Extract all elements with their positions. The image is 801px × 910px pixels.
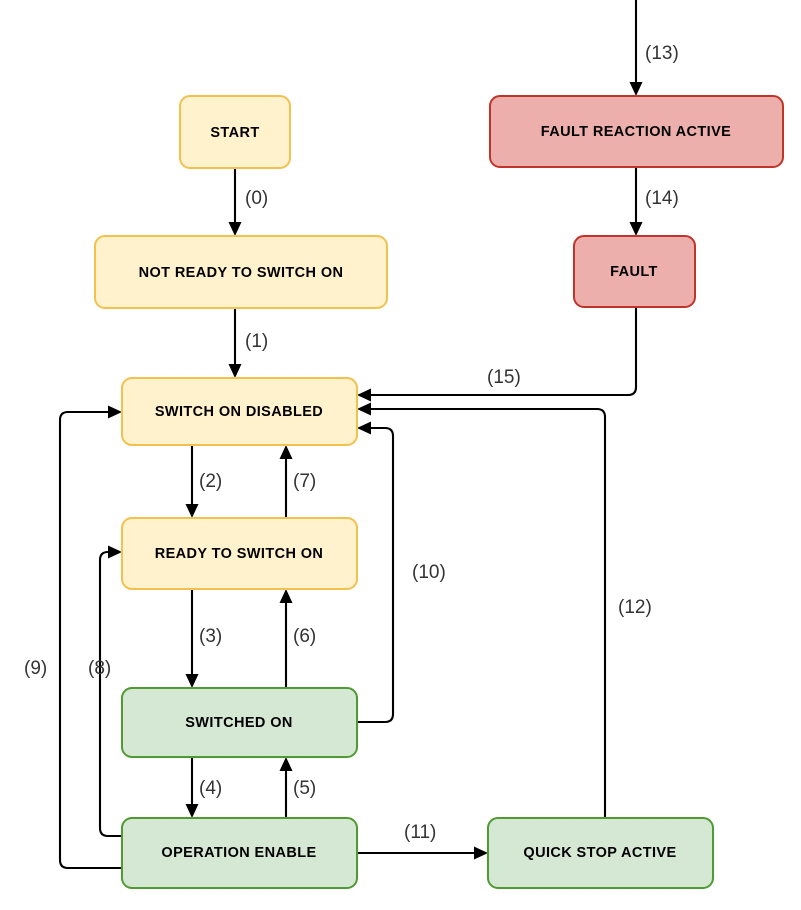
transition-0: [228, 168, 242, 236]
states-layer: START NOT READY TO SWITCH ON SWITCH ON D…: [94, 95, 784, 889]
arrow-head-12: [357, 402, 371, 416]
state-switched-on[interactable]: SWITCHED ON: [121, 687, 358, 758]
arrow-head-10: [357, 421, 371, 435]
transition-label-13: (13): [645, 43, 679, 64]
state-box-switched-on[interactable]: [121, 687, 358, 758]
state-fault-reaction-active[interactable]: FAULT REACTION ACTIVE: [489, 95, 784, 168]
state-label-switch-on-disabled: SWITCH ON DISABLED: [155, 404, 323, 420]
transition-label-7: (7): [293, 471, 316, 492]
transition-label-12: (12): [618, 597, 652, 618]
arrow-head-11: [474, 846, 488, 860]
transition-8: [98, 545, 122, 838]
arrow-head-14: [629, 222, 643, 236]
edge-path-12: [365, 407, 607, 818]
state-start[interactable]: START: [179, 95, 291, 169]
state-fault[interactable]: FAULT: [573, 235, 696, 308]
transition-label-8: (8): [88, 658, 111, 679]
state-box-fault[interactable]: [573, 235, 696, 308]
transition-label-0: (0): [245, 188, 268, 209]
state-label-quick-stop-active: QUICK STOP ACTIVE: [523, 845, 676, 861]
state-label-ready-to-switch-on: READY TO SWITCH ON: [155, 546, 324, 562]
arrow-head-8: [108, 545, 122, 559]
transition-3: [185, 589, 199, 688]
transition-label-4: (4): [199, 778, 222, 799]
transition-label-5: (5): [293, 778, 316, 799]
transition-label-1: (1): [245, 331, 268, 352]
state-box-quick-stop-active[interactable]: [487, 817, 714, 889]
state-box-operation-enable[interactable]: [121, 817, 358, 889]
transition-11: [357, 846, 488, 860]
state-box-switch-on-disabled[interactable]: [121, 377, 358, 446]
transition-label-14: (14): [645, 188, 679, 209]
edge-path-9: [58, 410, 122, 870]
transition-10: [357, 421, 395, 724]
arrow-head-13: [629, 82, 643, 96]
transition-labels-layer: (0) (1) (2) (3) (4) (5) (6) (7) (8) (9) …: [24, 43, 679, 843]
state-box-ready-to-switch-on[interactable]: [121, 517, 358, 590]
edge-path-15: [365, 307, 638, 397]
transition-label-3: (3): [199, 626, 222, 647]
edges-layer: [58, 0, 643, 870]
arrow-head-2: [185, 504, 199, 518]
arrow-head-4: [185, 804, 199, 818]
arrow-head-7: [279, 445, 293, 459]
arrow-head-3: [185, 674, 199, 688]
transition-6: [279, 589, 293, 688]
transition-2: [185, 445, 199, 518]
arrow-head-1: [228, 364, 242, 378]
state-label-start: START: [210, 125, 259, 141]
transition-label-6: (6): [293, 626, 316, 647]
arrow-head-6: [279, 589, 293, 603]
state-label-fault-reaction-active: FAULT REACTION ACTIVE: [541, 124, 731, 140]
state-box-start[interactable]: [179, 95, 291, 169]
state-quick-stop-active[interactable]: QUICK STOP ACTIVE: [487, 817, 714, 889]
arrow-head-5: [279, 757, 293, 771]
state-operation-enable[interactable]: OPERATION ENABLE: [121, 817, 358, 889]
transition-5: [279, 757, 293, 818]
state-switch-on-disabled[interactable]: SWITCH ON DISABLED: [121, 377, 358, 446]
state-label-not-ready-to-switch-on: NOT READY TO SWITCH ON: [139, 265, 344, 281]
transition-7: [279, 445, 293, 518]
transition-13: [629, 0, 643, 96]
arrow-head-15: [357, 388, 371, 402]
transition-label-11: (11): [404, 822, 436, 843]
state-label-operation-enable: OPERATION ENABLE: [161, 845, 316, 861]
state-box-not-ready-to-switch-on[interactable]: [94, 235, 388, 309]
edge-path-8: [98, 550, 122, 838]
transition-12: [357, 402, 607, 818]
transition-9: [58, 405, 122, 870]
edge-path-10: [357, 426, 395, 724]
transition-label-2: (2): [199, 471, 222, 492]
transition-label-9: (9): [24, 658, 47, 679]
state-label-fault: FAULT: [610, 264, 658, 280]
state-box-fault-reaction-active[interactable]: [489, 95, 784, 168]
transition-1: [228, 308, 242, 378]
state-ready-to-switch-on[interactable]: READY TO SWITCH ON: [121, 517, 358, 590]
state-not-ready-to-switch-on[interactable]: NOT READY TO SWITCH ON: [94, 235, 388, 309]
transition-label-10: (10): [412, 562, 446, 583]
transition-15: [357, 307, 638, 402]
arrow-head-9: [108, 405, 122, 419]
arrow-head-0: [228, 222, 242, 236]
transition-14: [629, 167, 643, 236]
state-label-switched-on: SWITCHED ON: [185, 715, 293, 731]
transition-label-15: (15): [487, 367, 521, 388]
transition-4: [185, 757, 199, 818]
